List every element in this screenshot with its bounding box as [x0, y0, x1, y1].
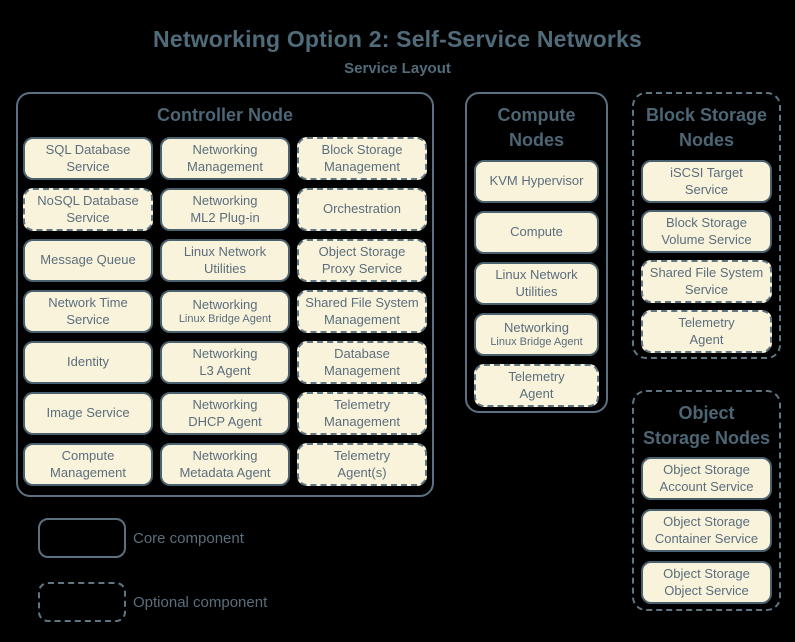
service-label: Telemetry Agent — [508, 368, 565, 401]
service-label: SQL Database Service — [45, 141, 131, 174]
service-networking-management: Networking Management — [160, 137, 290, 180]
service-sublabel: Linux Bridge Agent — [178, 313, 272, 326]
service-label: Compute — [510, 224, 563, 240]
service-compute: Compute — [474, 211, 599, 254]
service-iscsi-target-service: iSCSI Target Service — [641, 160, 772, 203]
service-compute-management: Compute Management — [23, 443, 153, 486]
group-compute-nodes: Compute Nodes KVM Hypervisor Compute Lin… — [465, 92, 608, 413]
service-label: Identity — [67, 354, 109, 370]
service-block-storage-volume-service: Block Storage Volume Service — [641, 210, 772, 253]
compute-service-list: KVM Hypervisor Compute Linux Network Uti… — [467, 160, 606, 407]
group-title-object-storage-nodes: Object Storage Nodes — [642, 403, 771, 448]
legend-optional-label: Optional component — [133, 594, 268, 611]
service-kvm-hypervisor: KVM Hypervisor — [474, 160, 599, 203]
service-networking-metadata-agent: Networking Metadata Agent — [160, 443, 290, 486]
service-label: Networking ML2 Plug-in — [190, 192, 260, 225]
service-label: Network Time Service — [48, 294, 128, 327]
service-label: Networking L3 Agent — [192, 345, 258, 378]
object-storage-service-list: Object Storage Account Service Object St… — [634, 457, 779, 604]
service-label: Networking — [503, 319, 570, 335]
group-title-block-storage-nodes: Block Storage Nodes — [645, 105, 768, 150]
service-label: Object Storage Container Service — [654, 513, 759, 546]
controller-service-grid: SQL Database Service Networking Manageme… — [18, 137, 432, 486]
service-image-service: Image Service — [23, 392, 153, 435]
service-label: Networking Metadata Agent — [179, 447, 271, 480]
service-telemetry-agent: Telemetry Agent — [474, 364, 599, 407]
service-label: Shared File System Service — [649, 264, 764, 297]
service-database-management: Database Management — [297, 341, 427, 384]
service-label: Compute Management — [50, 447, 126, 480]
service-identity: Identity — [23, 341, 153, 384]
service-sql-database-service: SQL Database Service — [23, 137, 153, 180]
legend-core-label: Core component — [133, 530, 244, 547]
service-label: Orchestration — [322, 201, 402, 217]
service-label: Networking — [192, 296, 258, 312]
group-object-storage-nodes: Object Storage Nodes Object Storage Acco… — [632, 390, 781, 611]
service-nosql-database-service: NoSQL Database Service — [23, 188, 153, 231]
service-linux-network-utilities: Linux Network Utilities — [474, 262, 599, 305]
service-label: Telemetry Management — [324, 396, 400, 429]
service-sublabel: Linux Bridge Agent — [490, 336, 583, 349]
service-message-queue: Message Queue — [23, 239, 153, 282]
service-network-time-service: Network Time Service — [23, 290, 153, 333]
group-title-compute-nodes: Compute Nodes — [497, 105, 576, 150]
service-label: KVM Hypervisor — [489, 173, 584, 189]
service-object-storage-object-service: Object Storage Object Service — [641, 561, 772, 604]
service-orchestration: Orchestration — [297, 188, 427, 231]
service-label: Database Management — [324, 345, 400, 378]
service-networking-dhcp-agent: Networking DHCP Agent — [160, 392, 290, 435]
group-block-storage-nodes: Block Storage Nodes iSCSI Target Service… — [632, 92, 781, 359]
service-object-storage-account-service: Object Storage Account Service — [641, 457, 772, 500]
service-telemetry-management: Telemetry Management — [297, 392, 427, 435]
service-block-storage-management: Block Storage Management — [297, 137, 427, 180]
service-shared-file-system-management: Shared File System Management — [297, 290, 427, 333]
page-title: Networking Option 2: Self-Service Networ… — [153, 26, 642, 52]
service-label: Object Storage Account Service — [659, 461, 754, 494]
service-label: Block Storage Volume Service — [661, 214, 752, 247]
service-telemetry-agents: Telemetry Agent(s) — [297, 443, 427, 486]
service-label: Linux Network Utilities — [495, 266, 578, 299]
service-label: Telemetry Agent — [678, 314, 735, 347]
service-label: NoSQL Database Service — [37, 192, 139, 225]
service-label: Shared File System Management — [305, 294, 419, 327]
service-linux-network-utilities: Linux Network Utilities — [160, 239, 290, 282]
service-label: Telemetry Agent(s) — [333, 447, 391, 480]
group-title-controller-node: Controller Node — [156, 105, 293, 125]
service-label: Linux Network Utilities — [183, 243, 267, 276]
service-networking-ml2-plugin: Networking ML2 Plug-in — [160, 188, 290, 231]
legend-core-sample-box — [38, 518, 126, 558]
service-object-storage-proxy-service: Object Storage Proxy Service — [297, 239, 427, 282]
service-object-storage-container-service: Object Storage Container Service — [641, 509, 772, 552]
service-label: Object Storage Object Service — [663, 565, 750, 598]
service-label: Message Queue — [40, 252, 136, 268]
service-shared-file-system-service: Shared File System Service — [641, 260, 772, 303]
service-label: Networking DHCP Agent — [188, 396, 262, 429]
page-subtitle: Service Layout — [344, 60, 451, 77]
service-telemetry-agent: Telemetry Agent — [641, 310, 772, 353]
group-controller-node: Controller Node SQL Database Service Net… — [16, 92, 434, 497]
block-storage-service-list: iSCSI Target Service Block Storage Volum… — [634, 160, 779, 353]
service-label: iSCSI Target Service — [670, 164, 743, 197]
legend-optional-sample-box — [38, 582, 126, 622]
service-label: Object Storage Proxy Service — [318, 243, 406, 276]
service-label: Image Service — [46, 405, 130, 421]
service-label: Block Storage Management — [321, 141, 403, 174]
service-networking-l3-agent: Networking L3 Agent — [160, 341, 290, 384]
service-label: Networking Management — [187, 141, 263, 174]
